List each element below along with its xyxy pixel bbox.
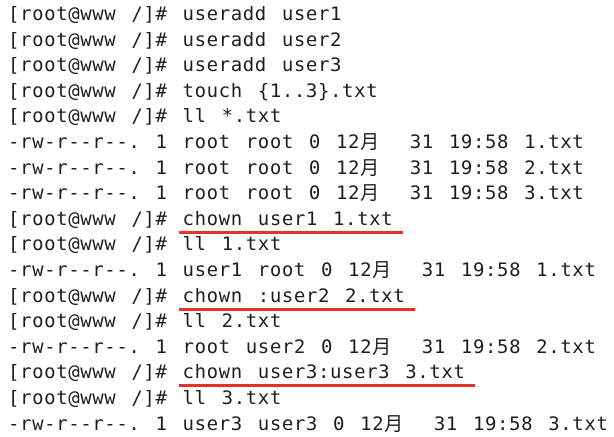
shell-command: touch {1..3}.txt [183, 80, 379, 102]
command-output: -rw-r--r--. 1 root root 0 12月 31 19:58 2… [8, 157, 584, 179]
output-line: -rw-r--r--. 1 root root 0 12月 31 19:58 2… [8, 156, 614, 182]
shell-prompt: [root@www /]# [8, 105, 183, 127]
command-line: [root@www /]# useradd user2 [8, 28, 614, 54]
command-line: [root@www /]# ll *.txt [8, 104, 614, 130]
shell-prompt: [root@www /]# [8, 361, 183, 383]
shell-prompt: [root@www /]# [8, 3, 183, 25]
command-output: -rw-r--r--. 1 user3 user3 0 12月 31 19:58… [8, 413, 608, 435]
output-line: -rw-r--r--. 1 root user2 0 12月 31 19:58 … [8, 335, 614, 361]
command-line: [root@www /]# useradd user1 [8, 2, 614, 28]
shell-prompt: [root@www /]# [8, 387, 183, 409]
command-line: [root@www /]# touch {1..3}.txt [8, 79, 614, 105]
command-line: [root@www /]# ll 1.txt [8, 232, 614, 258]
output-line: -rw-r--r--. 1 root root 0 12月 31 19:58 3… [8, 181, 614, 207]
output-line: -rw-r--r--. 1 user1 root 0 12月 31 19:58 … [8, 258, 614, 284]
command-output: -rw-r--r--. 1 user1 root 0 12月 31 19:58 … [8, 259, 596, 281]
command-output: -rw-r--r--. 1 root root 0 12月 31 19:58 3… [8, 182, 584, 204]
command-line: [root@www /]# ll 2.txt [8, 309, 614, 335]
command-output: -rw-r--r--. 1 root user2 0 12月 31 19:58 … [8, 336, 596, 358]
command-output: -rw-r--r--. 1 root root 0 12月 31 19:58 1… [8, 131, 584, 153]
highlighted-command: chown user1 1.txt [179, 208, 404, 234]
shell-prompt: [root@www /]# [8, 29, 183, 51]
shell-command: useradd user3 [183, 54, 343, 76]
command-line: [root@www /]# chown :user2 2.txt [8, 284, 614, 310]
output-line: -rw-r--r--. 1 user3 user3 0 12月 31 19:58… [8, 412, 614, 437]
highlighted-command: chown :user2 2.txt [179, 285, 416, 311]
shell-prompt: [root@www /]# [8, 80, 183, 102]
shell-command: useradd user2 [183, 29, 343, 51]
shell-command: useradd user1 [183, 3, 343, 25]
shell-prompt: [root@www /]# [8, 310, 183, 332]
shell-prompt: [root@www /]# [8, 285, 183, 307]
output-line: -rw-r--r--. 1 root root 0 12月 31 19:58 1… [8, 130, 614, 156]
shell-prompt: [root@www /]# [8, 208, 183, 230]
highlighted-command: chown user3:user3 3.txt [179, 361, 476, 387]
command-line: [root@www /]# chown user3:user3 3.txt [8, 360, 614, 386]
shell-command: ll 3.txt [183, 387, 282, 409]
shell-command: ll *.txt [183, 105, 282, 127]
shell-command: ll 2.txt [183, 310, 282, 332]
command-line: [root@www /]# ll 3.txt [8, 386, 614, 412]
command-line: [root@www /]# chown user1 1.txt [8, 207, 614, 233]
shell-command: ll 1.txt [183, 233, 282, 255]
shell-prompt: [root@www /]# [8, 54, 183, 76]
command-line: [root@www /]# useradd user3 [8, 53, 614, 79]
shell-prompt: [root@www /]# [8, 233, 183, 255]
